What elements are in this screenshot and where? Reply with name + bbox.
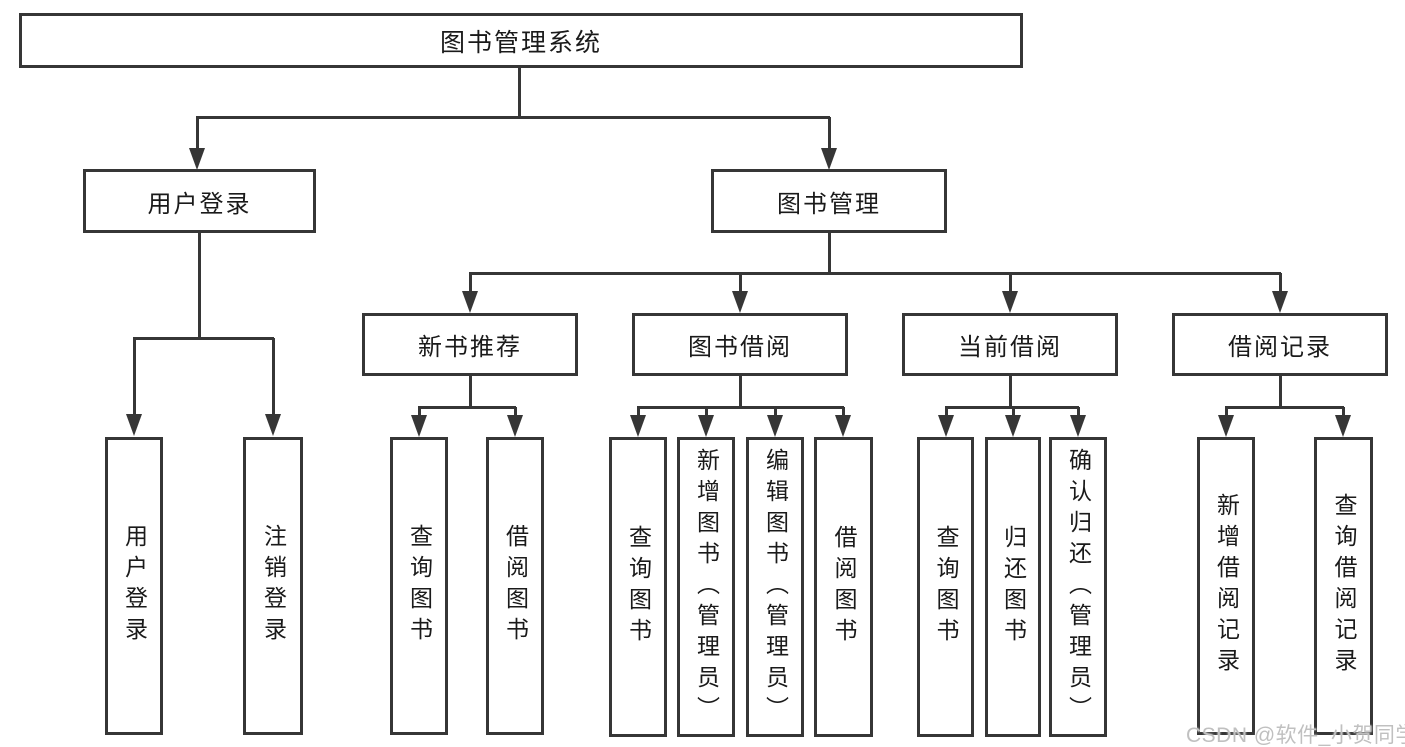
node-user-login-label: 用户登录 [147,190,252,218]
node-user-login: 用户登录 [83,169,316,233]
connector-line [1225,407,1228,419]
arrowhead [189,148,205,170]
connector-line [196,117,199,151]
leaf-confirm-return-admin: 确认归还（管理员） [1049,437,1107,737]
connector-line [1342,407,1345,419]
connector-line [514,407,517,419]
connector-line [272,338,275,418]
connector-line [1009,376,1012,408]
connector-line [842,407,845,419]
leaf-query-books-3: 查询图书 [917,437,974,737]
connector-line [739,273,742,295]
connector-line [133,337,274,340]
node-borrowing-records-label: 借阅记录 [1228,334,1332,361]
arrowhead [265,414,281,436]
arrowhead [938,415,954,437]
leaf-return-books: 归还图书 [985,437,1041,737]
connector-line [774,407,777,419]
connector-line [637,407,640,419]
connector-line [418,407,421,419]
arrowhead [1335,415,1351,437]
node-root: 图书管理系统 [19,13,1023,68]
connector-line [705,407,708,419]
arrowhead [821,148,837,170]
arrowhead [1002,291,1018,313]
connector-line [469,272,1281,275]
arrowhead [411,415,427,437]
node-book-management-label: 图书管理 [777,190,881,218]
arrowhead [835,415,851,437]
leaf-user-login: 用户登录 [105,437,163,735]
arrowhead [1218,415,1234,437]
node-book-borrowing: 图书借阅 [632,313,848,376]
connector-line [418,406,516,409]
arrowhead [767,415,783,437]
connector-line [1009,273,1012,295]
node-new-book-recommend: 新书推荐 [362,313,578,376]
connector-line [1279,376,1282,408]
node-book-borrowing-label: 图书借阅 [688,334,792,361]
leaf-logout: 注销登录 [243,437,303,735]
arrowhead [1272,291,1288,313]
arrowhead [462,291,478,313]
leaf-query-books-1: 查询图书 [390,437,448,735]
leaf-add-books-admin: 新增图书（管理员） [677,437,735,737]
node-current-borrowing-label: 当前借阅 [958,334,1062,361]
arrowhead [630,415,646,437]
connector-line [1012,407,1015,419]
node-current-borrowing: 当前借阅 [902,313,1118,376]
leaf-add-borrow-record: 新增借阅记录 [1197,437,1255,735]
connector-line [133,338,136,418]
connector-line [1225,406,1344,409]
leaf-query-borrow-record: 查询借阅记录 [1314,437,1373,735]
connector-line [739,376,742,408]
leaf-edit-books-admin: 编辑图书（管理员） [746,437,804,737]
arrowhead [732,291,748,313]
connector-line [198,233,201,339]
node-book-management: 图书管理 [711,169,947,233]
connector-line [828,117,831,151]
connector-line [1077,407,1080,419]
arrowhead [126,414,142,436]
arrowhead [1070,415,1086,437]
leaf-query-books-2: 查询图书 [609,437,667,737]
connector-line [637,406,844,409]
node-new-book-recommend-label: 新书推荐 [418,334,522,361]
csdn-watermark: CSDN @软件_小贺同学 [1186,724,1405,747]
node-borrowing-records: 借阅记录 [1172,313,1388,376]
leaf-borrow-books-2: 借阅图书 [814,437,873,737]
connector-line [945,407,948,419]
arrowhead [1005,415,1021,437]
leaf-borrow-books-1: 借阅图书 [486,437,544,735]
arrowhead [507,415,523,437]
connector-line [1279,273,1282,295]
connector-line [196,116,830,119]
connector-line [828,233,831,274]
arrowhead [698,415,714,437]
connector-line [469,376,472,408]
connector-line [469,273,472,295]
node-root-label: 图书管理系统 [439,28,602,57]
connector-line [518,68,521,117]
